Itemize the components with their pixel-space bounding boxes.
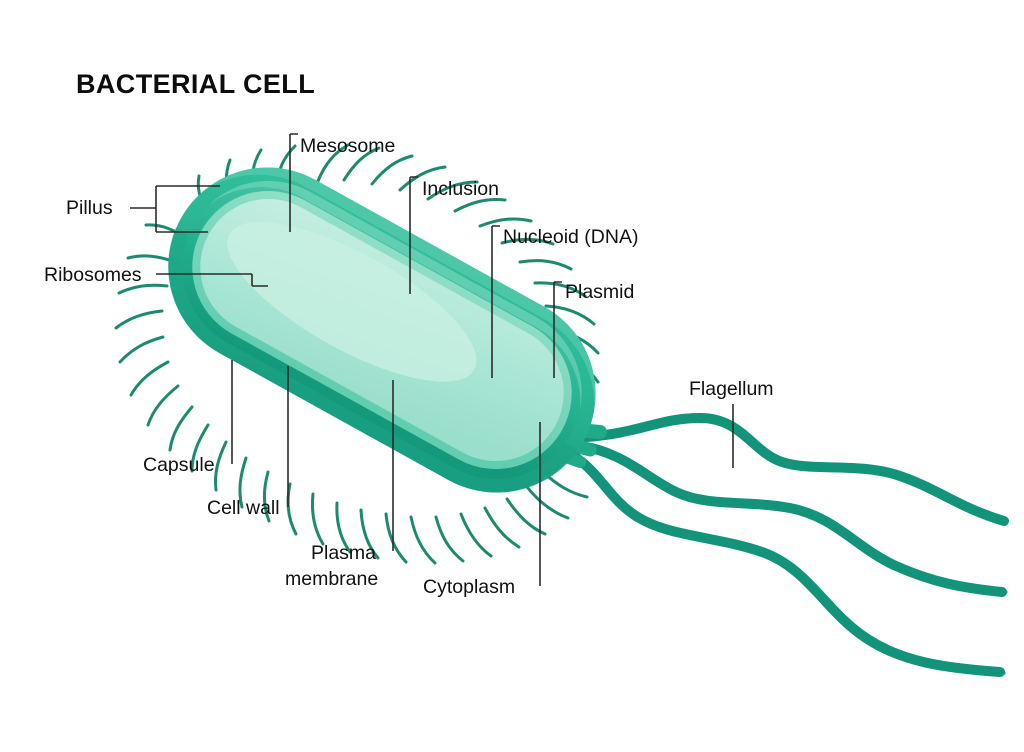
label-plasmid: Plasmid (565, 281, 634, 303)
cytoplasm-highlight (227, 222, 477, 382)
page-title: BACTERIAL CELL (76, 69, 315, 99)
label-plasma-membrane-line2: membrane (285, 568, 378, 590)
leader-plasmid (553, 281, 562, 378)
leader-pillus-bracket (155, 185, 220, 233)
leader-lines (130, 133, 734, 586)
label-pillus: Pillus (66, 197, 113, 219)
leader-ribosomes (156, 273, 268, 287)
leader-mesosome (289, 133, 298, 232)
flagellum-1-tip (898, 474, 1008, 521)
label-plasma-membrane-line1: Plasma (311, 542, 376, 564)
flagellum-2-tip (894, 564, 1008, 594)
label-flagellum: Flagellum (689, 378, 774, 400)
flagellum-3-tip (864, 636, 1006, 675)
label-nucleoid: Nucleoid (DNA) (503, 226, 638, 248)
label-mesosome: Mesosome (300, 135, 395, 157)
label-capsule: Capsule (143, 454, 215, 476)
label-ribosomes: Ribosomes (44, 264, 142, 286)
flagella-group (540, 412, 1009, 677)
labels-group: Pillus Mesosome Inclusion Nucleoid (DNA)… (44, 135, 774, 598)
label-cell-wall: Cell wall (207, 497, 280, 519)
leader-nucleoid (491, 225, 500, 378)
leader-inclusion (409, 176, 418, 294)
label-cytoplasm: Cytoplasm (423, 576, 515, 598)
cell-body (167, 167, 596, 493)
label-inclusion: Inclusion (422, 178, 499, 200)
